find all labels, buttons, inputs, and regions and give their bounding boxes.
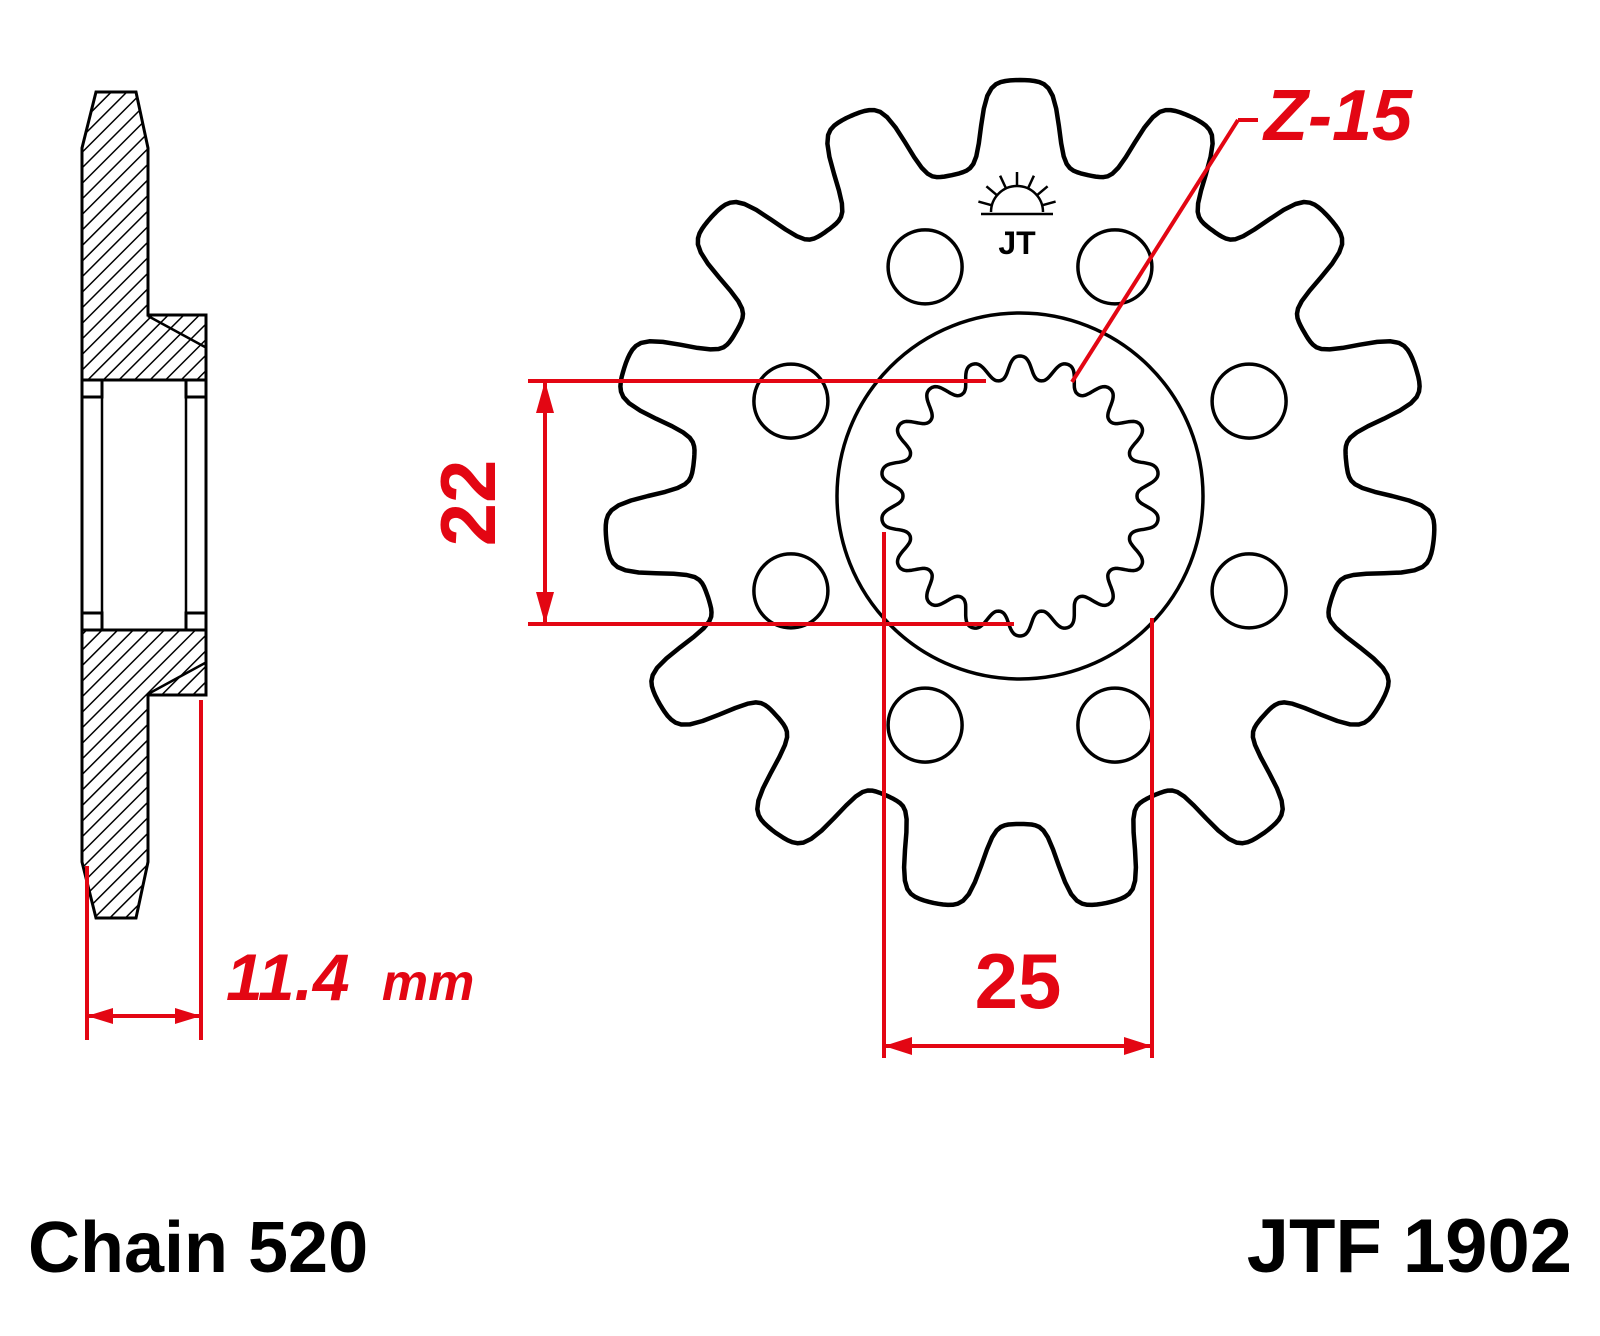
width-unit: mm [382, 954, 474, 1012]
hub-circle [835, 311, 1205, 681]
lightening-hole [1210, 552, 1288, 630]
dimension-25-label: 25 [975, 937, 1062, 1025]
sun-ray-icon [1026, 175, 1036, 189]
teeth-count-callout: Z-15 [1070, 76, 1413, 384]
arrowhead-icon [1124, 1037, 1152, 1055]
lightening-hole [1210, 362, 1288, 440]
dimension-width-label: 11.4 mm [226, 940, 474, 1014]
lightening-hole [1076, 686, 1154, 764]
teeth-count-label: Z-15 [1262, 76, 1413, 156]
sun-ray-icon [978, 200, 993, 207]
arrowhead-icon [175, 1008, 201, 1024]
sun-ray-icon [1036, 185, 1049, 197]
sun-ray-icon [998, 175, 1008, 189]
sun-ray-icon [985, 185, 998, 197]
arrowhead-icon [536, 592, 554, 624]
dimension-25: 25 [882, 532, 1154, 1058]
bore-band [80, 378, 208, 632]
jt-logo: JT [978, 172, 1056, 261]
side-view-cross-section [80, 90, 208, 920]
front-view: JT [603, 77, 1437, 908]
hub-chamfer-top [147, 314, 206, 349]
lightening-hole [752, 552, 830, 630]
arrowhead-icon [536, 381, 554, 413]
sun-ray-icon [1041, 200, 1056, 207]
leader-line [1070, 118, 1240, 384]
spline-bore-path [880, 354, 1160, 638]
logo-text: JT [998, 225, 1036, 261]
lightening-hole [752, 362, 830, 440]
spline-section-mark [80, 378, 104, 399]
dimension-22-label: 22 [424, 460, 512, 547]
lightening-hole [886, 228, 964, 306]
part-number: JTF 1902 [1247, 1204, 1572, 1289]
width-value: 11.4 [226, 940, 350, 1014]
hub-chamfer-bottom [147, 661, 206, 696]
spline-section-mark [184, 611, 208, 632]
lightening-hole [1076, 228, 1154, 306]
arrowhead-icon [87, 1008, 113, 1024]
arrowhead-icon [884, 1037, 912, 1055]
spline-section-mark [80, 611, 104, 632]
spline-section-mark [184, 378, 208, 399]
dimension-22: 22 [424, 379, 1014, 626]
chain-label: Chain 520 [28, 1208, 368, 1288]
sun-icon [989, 184, 1045, 213]
dimension-width: 11.4 mm [85, 700, 474, 1040]
lightening-hole [886, 686, 964, 764]
